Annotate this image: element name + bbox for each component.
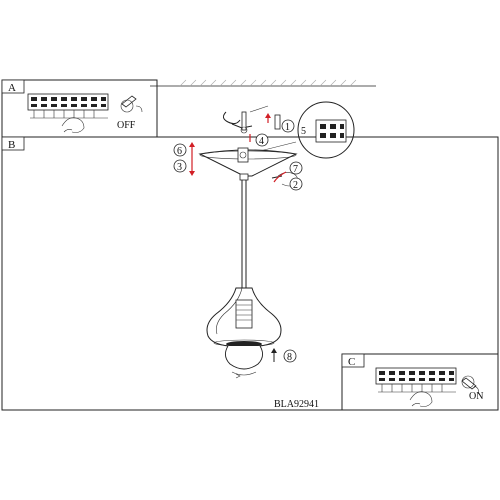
step-3-marker	[173, 159, 187, 173]
model-code: BLA92941	[274, 399, 319, 410]
canopy	[198, 147, 298, 181]
step-2-number: 2	[293, 180, 298, 191]
step-7-number: 7	[293, 164, 298, 175]
panel-b-letter-box	[1, 136, 25, 151]
step-1-marker	[281, 119, 295, 133]
step-4-number: 4	[259, 136, 264, 147]
panel-a-letter: A	[8, 82, 16, 94]
panel-c-terminal-block	[375, 367, 457, 393]
step-7-marker	[289, 161, 303, 175]
terminal-zoom-callout: 5	[247, 101, 355, 159]
step-7-arrow	[273, 171, 287, 183]
glass-shade	[206, 287, 282, 348]
panel-a-terminal-block	[27, 93, 109, 119]
suspension-rod	[241, 180, 247, 288]
ceiling-hatching	[150, 79, 376, 87]
panel-c-switch-on-icon	[461, 375, 479, 395]
mounting-bracket	[222, 105, 281, 134]
panel-a-letter-box	[1, 79, 25, 94]
step-8-number: 8	[287, 352, 292, 363]
panel-c-letter: C	[348, 356, 355, 368]
panel-a-hand-icon	[61, 117, 85, 133]
panel-a: A OFF	[1, 79, 158, 138]
panel-b-letter: B	[8, 139, 15, 151]
step-6-marker	[173, 143, 187, 157]
step-1-number: 1	[285, 122, 290, 133]
panel-c-switch-label: ON	[469, 391, 483, 402]
panel-a-switch-off-icon	[120, 95, 143, 113]
step-5-number: 5	[301, 126, 306, 137]
screw-icon	[274, 114, 281, 130]
step-3-number: 3	[177, 162, 182, 173]
panel-c-letter-box	[341, 353, 365, 368]
bulb-icon	[225, 341, 263, 379]
panel-a-switch-label: OFF	[117, 120, 136, 131]
lamp-holder	[235, 299, 253, 329]
step-2-marker	[289, 177, 303, 191]
step-4-marker	[255, 133, 269, 147]
panel-c: C ON	[341, 353, 499, 411]
panel-c-hand-icon	[409, 391, 433, 407]
step-6-number: 6	[177, 146, 182, 157]
step-8-marker	[283, 349, 297, 363]
